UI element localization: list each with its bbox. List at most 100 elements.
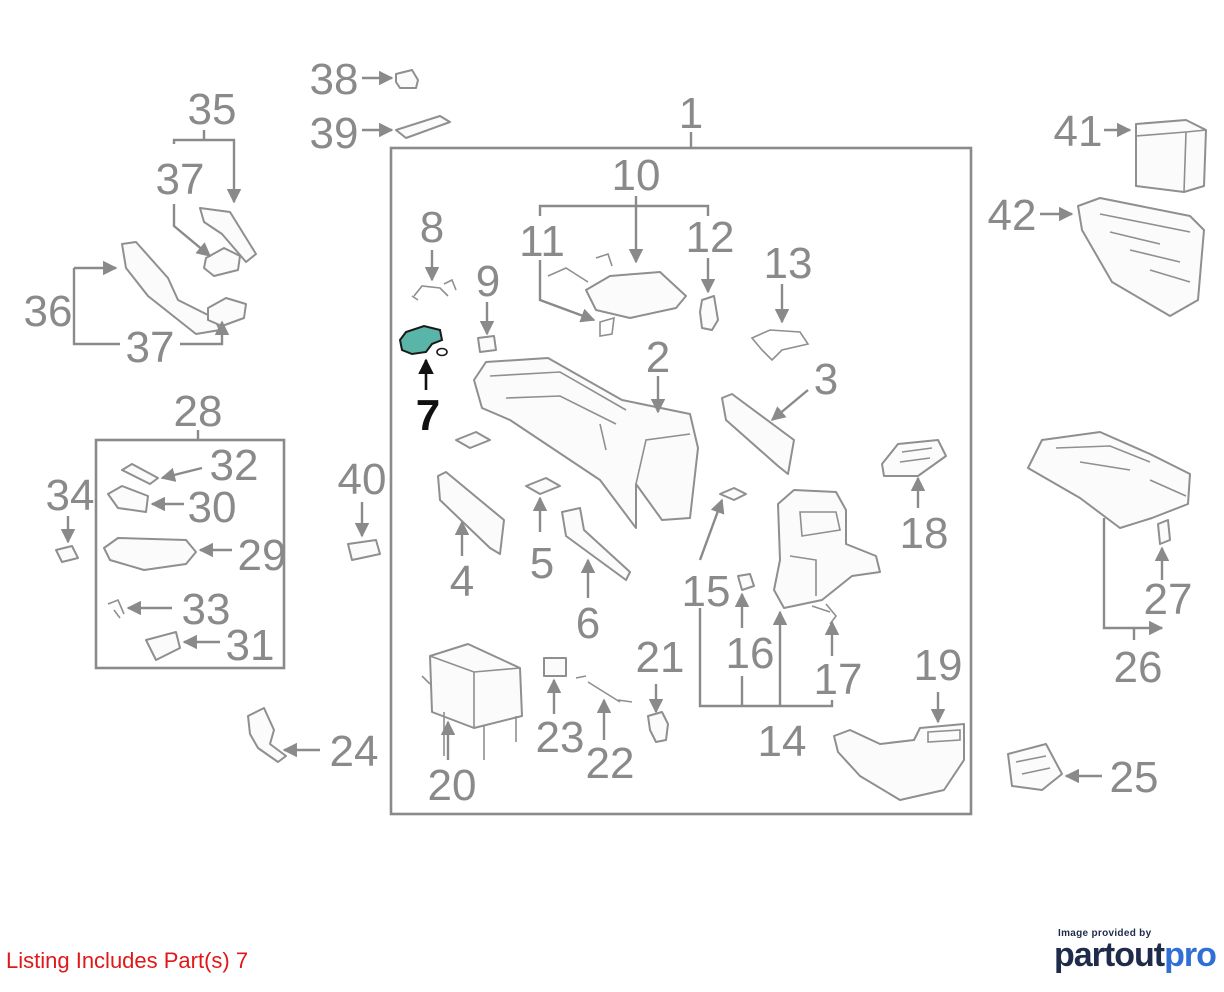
- part-9-clip: [477, 335, 497, 353]
- part-22-wire: [575, 675, 633, 703]
- callout-5: 5: [530, 539, 554, 588]
- part-39-pad: [395, 115, 451, 139]
- part-32-strip: [121, 463, 159, 485]
- callout-30: 30: [188, 483, 237, 532]
- part-37-knob-upper: [203, 247, 241, 277]
- part-27-clip: [1157, 519, 1171, 545]
- part-25-bracket-detail: [1015, 755, 1051, 775]
- callout-40: 40: [338, 455, 387, 504]
- callout-14: 14: [758, 717, 807, 766]
- callout-17: 17: [814, 655, 863, 704]
- callout-10: 10: [612, 151, 661, 200]
- part-14-bezel: [773, 489, 881, 609]
- assembly-frame: [389, 146, 973, 816]
- brand-part1: partout: [1054, 936, 1165, 974]
- callout-42: 42: [988, 191, 1037, 240]
- leader-26: [1102, 518, 1162, 640]
- part-25-bracket: [1007, 743, 1063, 791]
- part-26-tray-detail: [1055, 445, 1187, 497]
- part-33-clip: [107, 598, 125, 619]
- credit-text: Image provided by: [1058, 928, 1152, 939]
- callout-18: 18: [900, 509, 949, 558]
- callout-35: 35: [188, 85, 237, 134]
- leader-11: [538, 260, 596, 323]
- part-5-pad: [525, 477, 561, 495]
- callout-20: 20: [428, 761, 477, 810]
- part-3-strip: [721, 393, 795, 475]
- part-18-vent: [881, 439, 947, 477]
- listing-includes-text: Listing Includes Part(s) 7: [6, 948, 249, 973]
- leader-37-upper: [172, 204, 212, 257]
- partoutpro-logo: partoutpro: [1054, 936, 1217, 975]
- callout-11: 11: [519, 217, 565, 266]
- part-16-clip: [737, 573, 755, 591]
- callout-8: 8: [420, 203, 444, 252]
- callout-39: 39: [310, 109, 359, 158]
- callout-31: 31: [226, 621, 275, 670]
- callout-15: 15: [682, 567, 731, 616]
- part-36-panel: [121, 241, 221, 335]
- part-30-button: [107, 485, 149, 513]
- part-40-switch: [347, 539, 381, 561]
- callout-37-upper: 37: [156, 155, 205, 204]
- part-10-lid: [585, 271, 687, 319]
- leader-3: [770, 389, 809, 421]
- leader-37-lower: [180, 320, 230, 346]
- leader-32: [160, 466, 203, 482]
- part-11-hinge: [547, 252, 615, 337]
- leader-14: [698, 608, 834, 708]
- part-17-screw: [811, 603, 838, 625]
- subassembly-28-frame: [94, 438, 286, 670]
- callout-27: 27: [1144, 575, 1193, 624]
- callout-1: 1: [679, 89, 703, 138]
- part-23-pad: [543, 657, 567, 677]
- callout-19: 19: [914, 641, 963, 690]
- part-18-vent-detail: [899, 447, 933, 463]
- part-4-strip: [437, 471, 505, 555]
- callout-22: 22: [586, 739, 635, 788]
- callout-24: 24: [330, 727, 379, 776]
- part-7-washer: [436, 347, 448, 357]
- part-42-tray-detail: [1099, 213, 1191, 283]
- callout-13: 13: [764, 239, 813, 288]
- callout-37-lower: 37: [126, 323, 175, 372]
- callout-28: 28: [174, 387, 223, 436]
- part-35-trim: [199, 207, 257, 263]
- part-7-bracket: [398, 324, 444, 356]
- callout-21: 21: [636, 633, 685, 682]
- part-21-plug: [647, 711, 669, 743]
- part-19-duct-detail: [927, 729, 961, 743]
- part-pad-small: [455, 431, 491, 449]
- part-31-bracket: [145, 631, 181, 661]
- part-26-tray: [1027, 431, 1191, 529]
- callout-3: 3: [814, 355, 838, 404]
- part-15-clip: [719, 487, 747, 501]
- callout-2: 2: [646, 333, 670, 382]
- callout-9: 9: [476, 257, 500, 306]
- callout-36: 36: [24, 287, 73, 336]
- callout-34: 34: [46, 471, 95, 520]
- callout-23: 23: [536, 713, 585, 762]
- callout-29: 29: [238, 531, 287, 580]
- leader-15: [698, 498, 725, 561]
- callout-26: 26: [1114, 643, 1163, 692]
- callout-6: 6: [576, 599, 600, 648]
- callout-4: 4: [450, 557, 474, 606]
- part-14-bezel-detail: [789, 511, 841, 596]
- part-41-box-detail: [1135, 129, 1207, 193]
- leader-36: [72, 268, 120, 346]
- part-13-bracket: [750, 329, 810, 362]
- callout-38: 38: [310, 55, 359, 104]
- part-6-mat: [561, 507, 631, 581]
- callout-7-highlighted: 7: [416, 391, 440, 440]
- part-19-duct: [833, 723, 965, 801]
- callout-32: 32: [210, 441, 259, 490]
- callout-12: 12: [686, 213, 735, 262]
- part-8-rod: [411, 278, 457, 301]
- part-24-bracket: [247, 707, 287, 763]
- part-42-tray: [1077, 197, 1205, 317]
- callout-41: 41: [1054, 107, 1103, 156]
- part-29-bezel: [103, 537, 197, 571]
- part-38-clip: [395, 69, 419, 89]
